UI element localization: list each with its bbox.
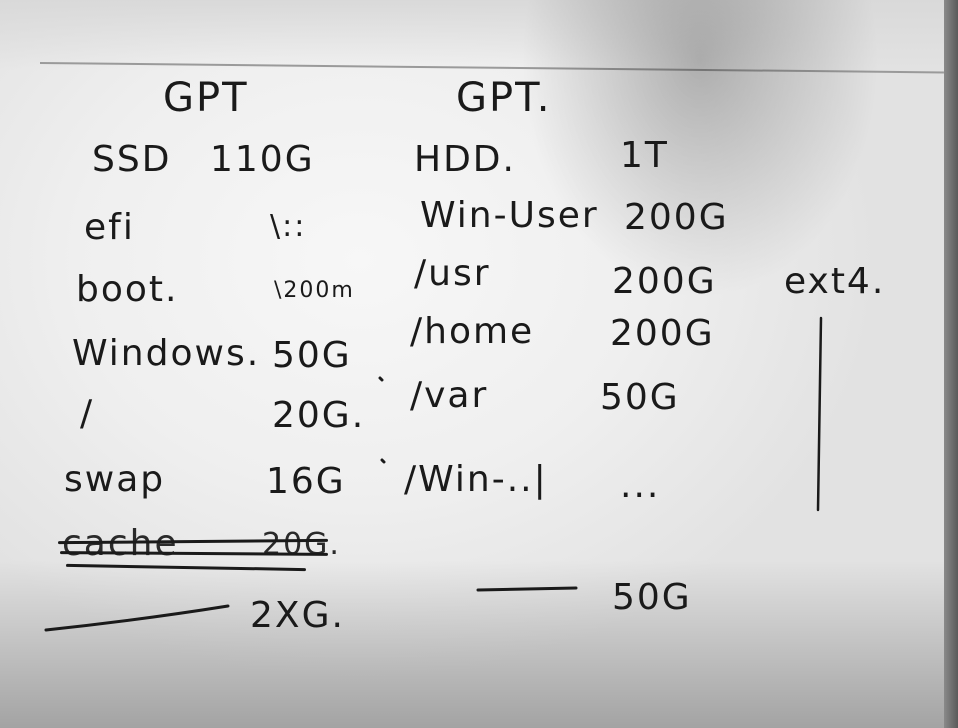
ink-dot (378, 376, 384, 382)
right-row-name: Win-User (420, 195, 599, 236)
background-edge (944, 0, 958, 728)
left-row-name: / (80, 393, 95, 434)
left-row-name: efi (84, 207, 135, 248)
filesystem-note: ext4. (784, 261, 886, 302)
right-row-size: 200G (610, 313, 715, 354)
left-row-name: boot. (76, 269, 179, 310)
left-row-size: 20G. (272, 395, 366, 436)
right-row-name: /usr (414, 253, 491, 294)
left-row-size: 50G (272, 335, 352, 376)
right-row-size: 200G (612, 261, 717, 302)
left-row-name: Windows. (72, 333, 261, 374)
left-header: GPT (163, 75, 249, 121)
left-total-arrow (44, 604, 230, 632)
top-shadow (0, 0, 944, 70)
right-row-size: 50G (600, 377, 680, 418)
left-row-name: swap (64, 459, 166, 500)
bottom-shade (0, 560, 944, 728)
left-total: 2XG. (250, 595, 345, 636)
left-disk-label: SSD (92, 139, 172, 180)
left-row-size: \200m (274, 278, 355, 303)
hand-shadow (520, 0, 880, 300)
right-header: GPT. (456, 75, 552, 121)
right-row-name: /var (410, 375, 489, 416)
left-row-size: 16G (266, 461, 346, 502)
right-row-name: /Win-..| (404, 459, 548, 500)
right-total: 50G (612, 577, 692, 618)
ink-dot (380, 458, 386, 464)
ext4-bracket (816, 316, 823, 512)
right-row-size: 200G (624, 197, 729, 238)
left-disk-size: 110G (210, 139, 315, 180)
right-row-name: /home (410, 311, 535, 352)
right-disk-label: HDD. (414, 139, 516, 180)
right-total-dash (476, 586, 578, 592)
right-disk-size: 1T (620, 135, 669, 176)
right-row-size: ... (620, 465, 661, 506)
left-row-size: \:: (270, 209, 307, 244)
